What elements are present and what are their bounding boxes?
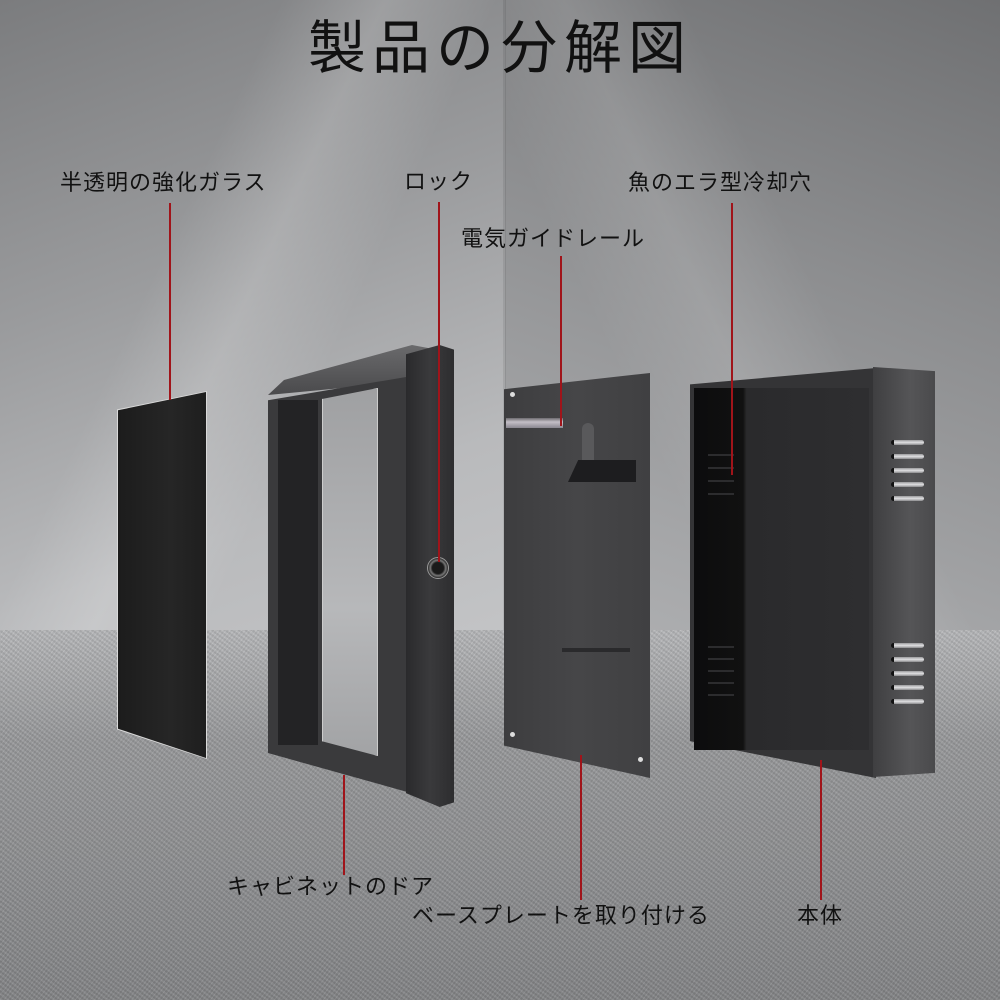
tempered-glass-panel xyxy=(118,392,206,758)
vent-slot xyxy=(891,643,924,648)
screw-icon xyxy=(510,392,515,397)
cabinet-body-cavity xyxy=(694,388,869,750)
inner-vent-slot xyxy=(708,454,734,456)
label-cooling-vents: 魚のエラ型冷却穴 xyxy=(628,171,813,196)
inner-vent-slot xyxy=(708,694,734,696)
screw-icon xyxy=(638,757,643,762)
page-title: 製品の分解図 xyxy=(307,14,692,82)
vent-slot xyxy=(891,685,924,690)
leader-line-door xyxy=(343,775,345,875)
base-plate xyxy=(504,373,650,778)
leader-line-lock xyxy=(438,202,440,562)
vent-slot xyxy=(891,482,924,487)
hook-stem xyxy=(582,423,594,463)
door-window-opening xyxy=(322,388,378,756)
vent-slot xyxy=(891,671,924,676)
leader-line-vents xyxy=(731,203,733,475)
label-cabinet-door: キャビネットのドア xyxy=(227,875,435,900)
inner-vent-slot xyxy=(708,480,734,482)
leader-line-body xyxy=(820,760,822,900)
din-rail xyxy=(506,418,563,428)
wall-corner xyxy=(503,0,506,640)
leader-line-din-rail xyxy=(560,256,562,426)
screw-icon xyxy=(510,732,515,737)
plate-shelf xyxy=(562,648,630,652)
vent-slot xyxy=(891,496,924,501)
vent-slot xyxy=(891,440,924,445)
vent-slot xyxy=(891,657,924,662)
label-body: 本体 xyxy=(797,904,844,929)
leader-line-base-plate xyxy=(580,755,582,900)
label-lock: ロック xyxy=(404,170,474,195)
door-inner-shadow xyxy=(278,400,318,745)
inner-vent-slot xyxy=(708,493,734,495)
label-tempered-glass: 半透明の強化ガラス xyxy=(60,171,267,196)
hook-bracket xyxy=(568,460,636,482)
vent-slot xyxy=(891,468,924,473)
label-din-rail: 電気ガイドレール xyxy=(461,227,646,252)
inner-vent-slot xyxy=(708,670,734,672)
cabinet-body-side xyxy=(873,367,935,777)
inner-vent-slot xyxy=(708,658,734,660)
inner-vent-slot xyxy=(708,467,734,469)
inner-vent-slot xyxy=(708,682,734,684)
inner-vent-slot xyxy=(708,646,734,648)
leader-line-glass xyxy=(169,203,171,400)
vent-slot xyxy=(891,699,924,704)
vent-slot xyxy=(891,454,924,459)
label-base-plate: ベースプレートを取り付ける xyxy=(412,904,710,929)
